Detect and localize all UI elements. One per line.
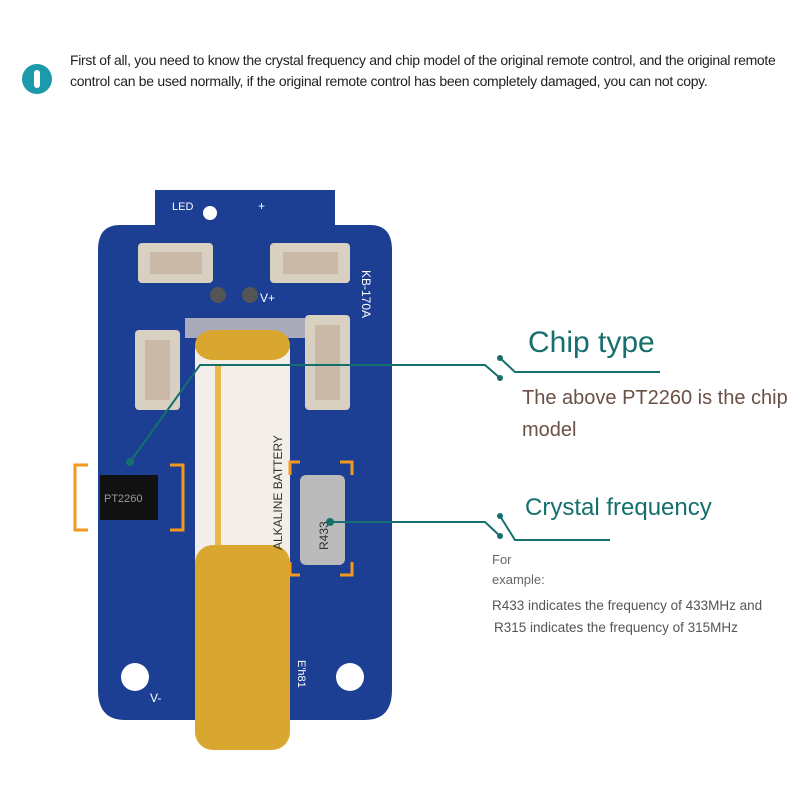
chip-callout-line (129, 357, 660, 463)
svg-text:E'h81: E'h81 (295, 660, 307, 688)
chip-label: PT2260 (104, 493, 143, 505)
crystal-label: R433 (317, 521, 331, 550)
vminus-label: V- (150, 691, 161, 705)
svg-text:+: + (258, 199, 265, 213)
chip-highlight-bracket (73, 463, 185, 532)
intro-text: First of all, you need to know the cryst… (70, 52, 776, 89)
mount-hole (121, 663, 149, 691)
chip (100, 475, 158, 520)
crystal-callout-line (330, 515, 610, 541)
chip-type-description: The above PT2260 is the chip model (522, 387, 788, 441)
battery-label: ALKALINE BATTERY (271, 435, 285, 550)
mount-hole (336, 663, 364, 691)
led-label: LED (172, 201, 193, 213)
crystal-highlight-bracket (288, 460, 354, 577)
vplus-label: V+ (260, 291, 275, 305)
info-icon (22, 64, 52, 94)
example-for: For (492, 552, 512, 567)
mount-hole (203, 206, 217, 220)
example-label: example: (492, 572, 545, 587)
model-label: KB-170A (359, 270, 373, 318)
crystal-frequency-title: Crystal frequency (525, 494, 712, 521)
chip-type-title: Chip type (528, 326, 655, 359)
example-r315: R315 indicates the frequency of 315MHz (494, 620, 738, 635)
example-r433: R433 indicates the frequency of 433MHz a… (492, 598, 763, 613)
crystal (300, 475, 345, 565)
